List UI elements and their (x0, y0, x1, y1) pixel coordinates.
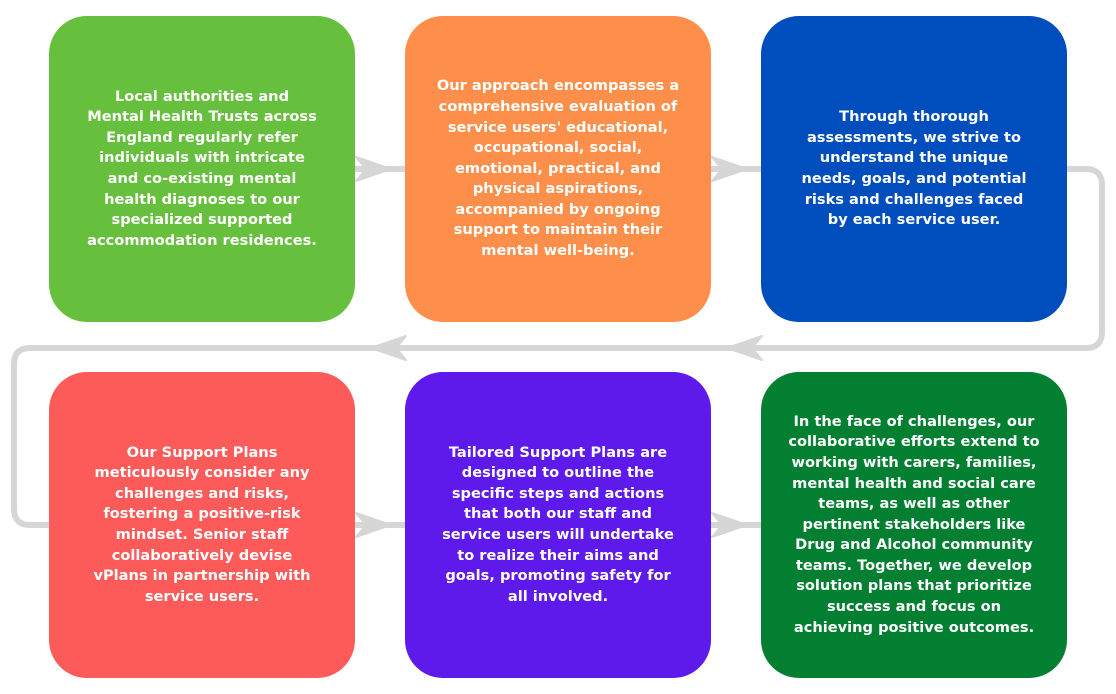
step-card-text: Tailored Support Plans are designed to o… (442, 443, 674, 605)
step-card-text: In the face of challenges, our collabora… (788, 412, 1040, 636)
step-card-text: Our Support Plans meticulously consider … (93, 443, 311, 605)
arrow-left-icon (726, 335, 763, 361)
step-card-text: Our approach encompasses a comprehensive… (436, 77, 680, 260)
step-card-assessment: Through thorough assessments, we strive … (761, 16, 1067, 322)
arrow-right-icon (711, 512, 748, 538)
step-card-text: Through thorough assessments, we strive … (801, 108, 1027, 229)
arrow-right-icon (355, 512, 392, 538)
arrow-right-icon (355, 156, 392, 182)
step-card-tailored-plans: Tailored Support Plans are designed to o… (405, 372, 711, 678)
arrow-right-icon (711, 156, 748, 182)
step-card-collaboration: In the face of challenges, our collabora… (761, 372, 1067, 678)
arrow-left-icon (370, 335, 407, 361)
connector-3-to-4 (11, 166, 1105, 528)
step-card-evaluation: Our approach encompasses a comprehensive… (405, 16, 711, 322)
step-card-referral: Local authorities and Mental Health Trus… (49, 16, 355, 322)
step-card-support-plans: Our Support Plans meticulously consider … (49, 372, 355, 678)
step-card-text: Local authorities and Mental Health Trus… (87, 87, 317, 249)
